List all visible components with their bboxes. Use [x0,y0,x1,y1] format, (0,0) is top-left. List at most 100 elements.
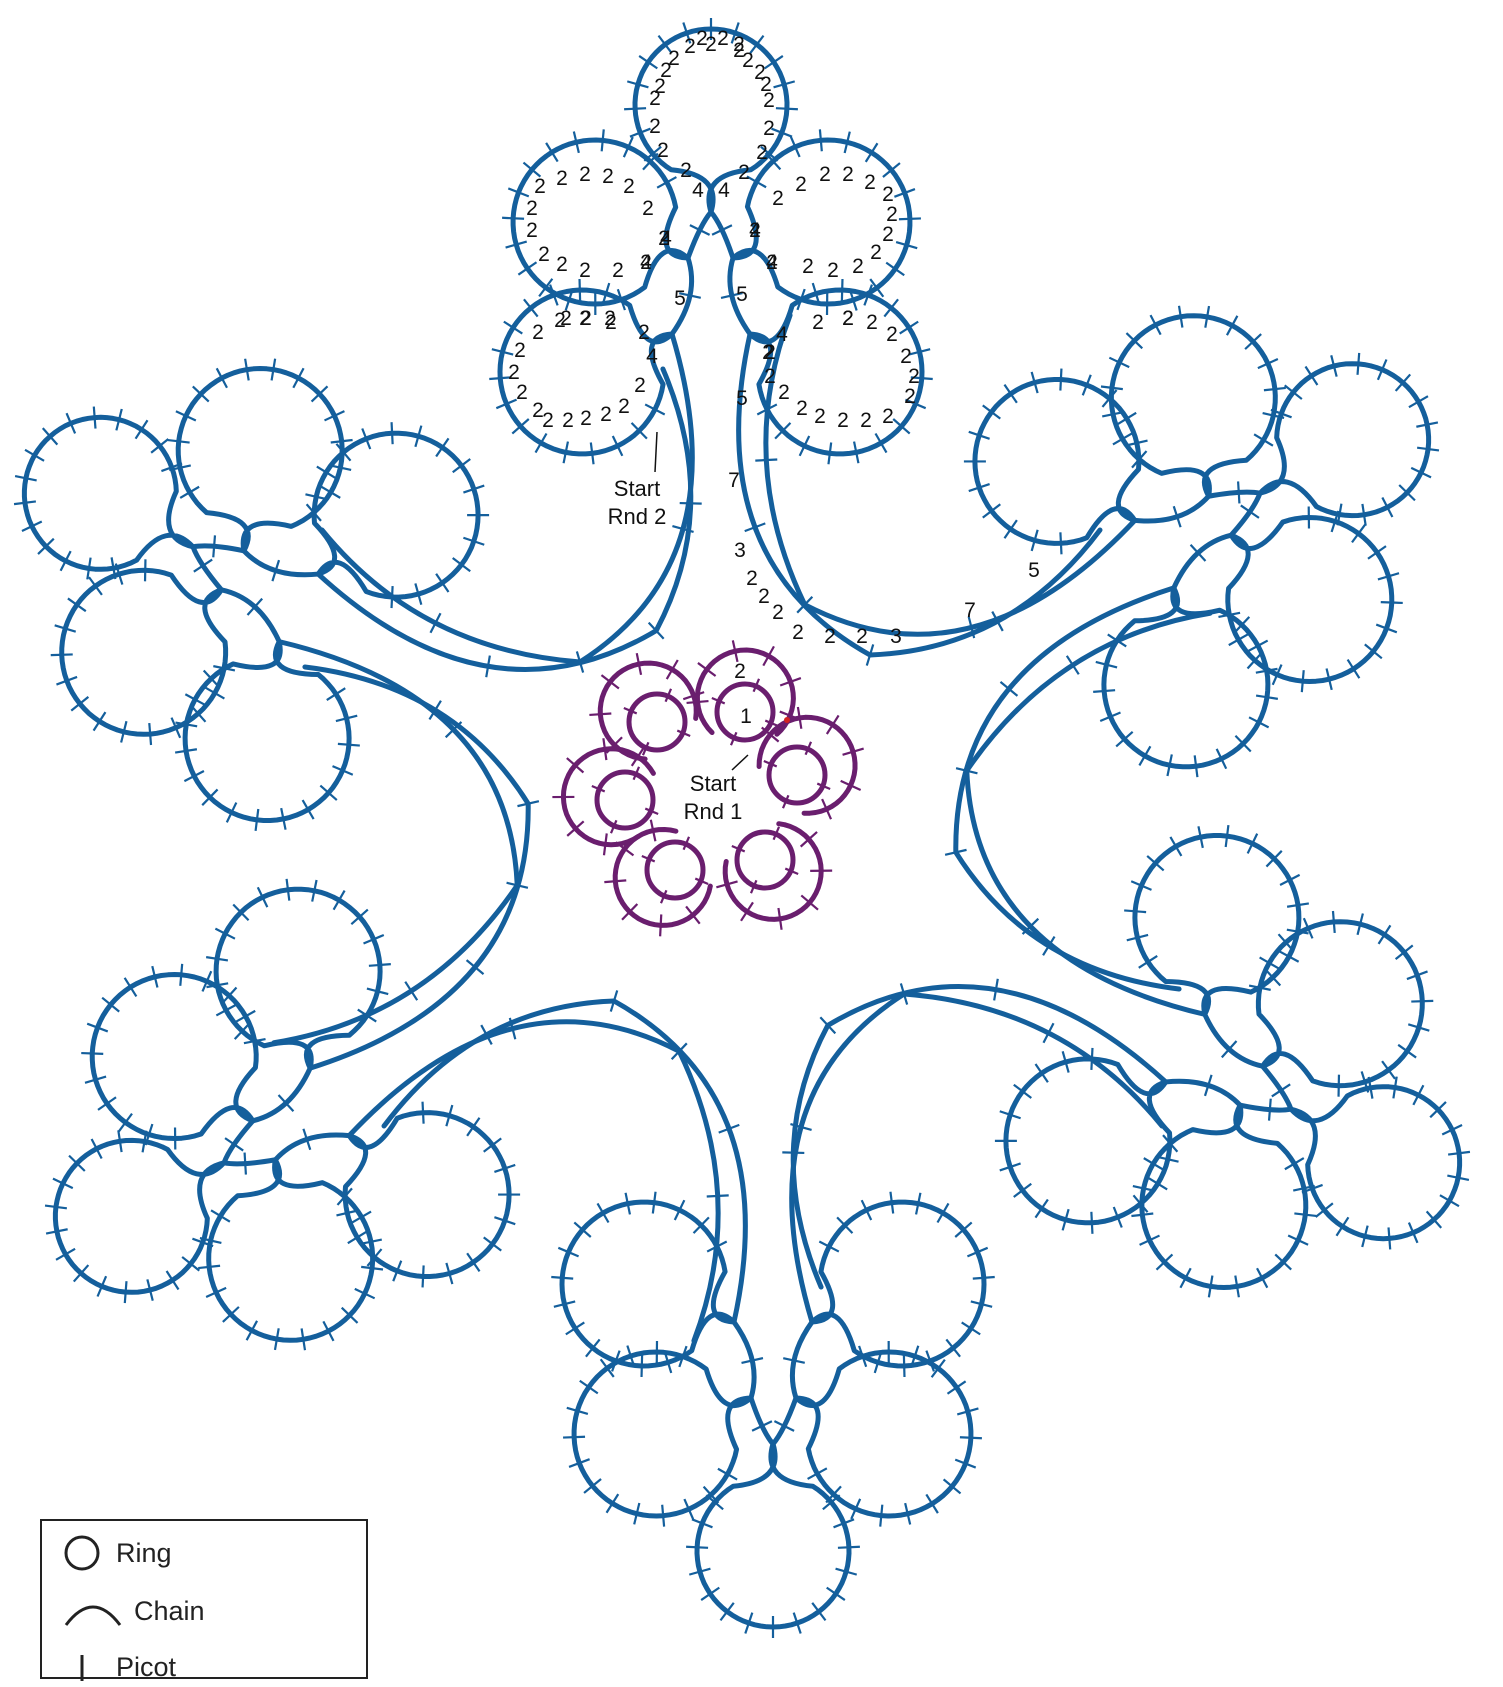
legend-item-ring: Ring [62,1533,172,1573]
stitch-count: 2 [738,161,750,184]
picot-mark [1264,388,1286,390]
arm [14,359,702,1043]
legend-ring-label: Ring [116,1538,172,1569]
picot-mark [589,713,611,714]
legend-picot-label: Picot [116,1652,176,1683]
picot-mark [1195,755,1198,777]
picot-mark [960,1437,982,1438]
stitch-count: 2 [733,33,745,56]
picot-mark [1124,910,1146,912]
stitch-count: 2 [842,163,854,186]
chain-stem-right [1174,535,1231,588]
picot-mark [361,1267,383,1270]
stitch-count: 2 [579,163,591,186]
stitch-count: 2 [842,307,854,330]
picot-mark [604,833,607,855]
chain-stem-left [275,1135,349,1160]
stitch-count: 2 [556,167,568,190]
chain-stem-left [1205,1014,1263,1066]
picot-mark [81,1053,103,1054]
stitch-count: 2 [764,365,776,388]
ring-right-lower [216,889,380,1068]
picot-mark [1448,1152,1470,1155]
stitch-count: 4 [766,251,778,274]
picot-mark [369,964,391,966]
stitch-count: 2 [772,187,784,210]
picot-mark [642,1355,643,1377]
stitch-count: 2 [860,409,872,432]
picot-mark [1060,532,1061,554]
picot-mark [880,1505,882,1527]
stitch-count: 2 [657,139,669,162]
join-dot [784,717,790,723]
stitch-count: 2 [760,73,772,96]
legend-item-picot: Picot [62,1647,176,1687]
stitch-count: 2 [668,47,680,70]
picot-mark [1333,911,1335,933]
stitch-count: 5 [736,387,748,410]
picot-mark [1358,353,1360,375]
stitch-count: 2 [864,171,876,194]
stitch-count: 2 [882,223,894,246]
stitch-count: 2 [904,385,916,408]
round1-chain [563,749,653,845]
picot-mark [423,1265,424,1287]
stitch-count: 2 [886,323,898,346]
picot-mark [707,1195,729,1196]
picot-mark [1226,825,1229,847]
round1-ring [647,842,703,898]
picot-mark [1131,1214,1153,1216]
stitch-count: 2 [579,259,591,282]
ring-left-lower [345,1113,509,1277]
ring-right-lower [1104,588,1268,767]
chain-icon [62,1591,124,1631]
picot-mark [662,1505,664,1527]
picot-mark [973,1277,995,1279]
stitch-count: 2 [618,395,630,418]
picot-mark [602,129,604,151]
picot-mark [1238,481,1239,503]
chain-outer-left [792,994,1162,1322]
picot-mark [213,535,215,557]
stitch-count: 2 [796,397,808,420]
picot-mark [899,218,921,219]
stitch-count: 2 [756,141,768,164]
ring-left-upper [1258,922,1422,1086]
stitch-count: 7 [728,469,740,492]
picot-mark [591,442,594,464]
stitch-count: 2 [542,409,554,432]
stitch-count: 2 [534,175,546,198]
stitch-count: 2 [649,115,661,138]
stitch-count: 2 [852,255,864,278]
stitch-count: 2 [778,381,790,404]
stitch-count: 2 [758,585,770,608]
chain-neck-left [224,1160,275,1164]
start-rnd2-arrow [655,432,657,472]
picot-mark [890,1192,893,1214]
stitch-count: 2 [717,27,729,50]
legend-chain-label: Chain [134,1596,205,1627]
stitch-count: 4 [692,179,704,202]
picot-mark [551,1277,573,1279]
stitch-count: 5 [736,283,748,306]
picot-mark [245,1153,246,1175]
stitch-count: 2 [532,321,544,344]
picot-mark [776,108,798,109]
picot-mark [1101,386,1123,389]
chain-neck-right [1240,1105,1291,1110]
start-rnd1-note: Start [690,771,736,796]
round1-ring-count: 1 [740,705,752,728]
stitch-count: 2 [526,197,538,220]
legend: Ring Chain Picot [40,1519,368,1679]
chain-outer-left [967,613,1210,1014]
chain-neck-right [224,1121,253,1163]
stitch-count: 2 [870,241,882,264]
picot-mark [180,964,182,986]
chain-neck-right [1231,493,1260,535]
picot-mark [1411,1001,1433,1002]
stitch-count: 4 [646,345,658,368]
picot-mark [198,1266,220,1268]
picot-mark [904,1355,905,1377]
